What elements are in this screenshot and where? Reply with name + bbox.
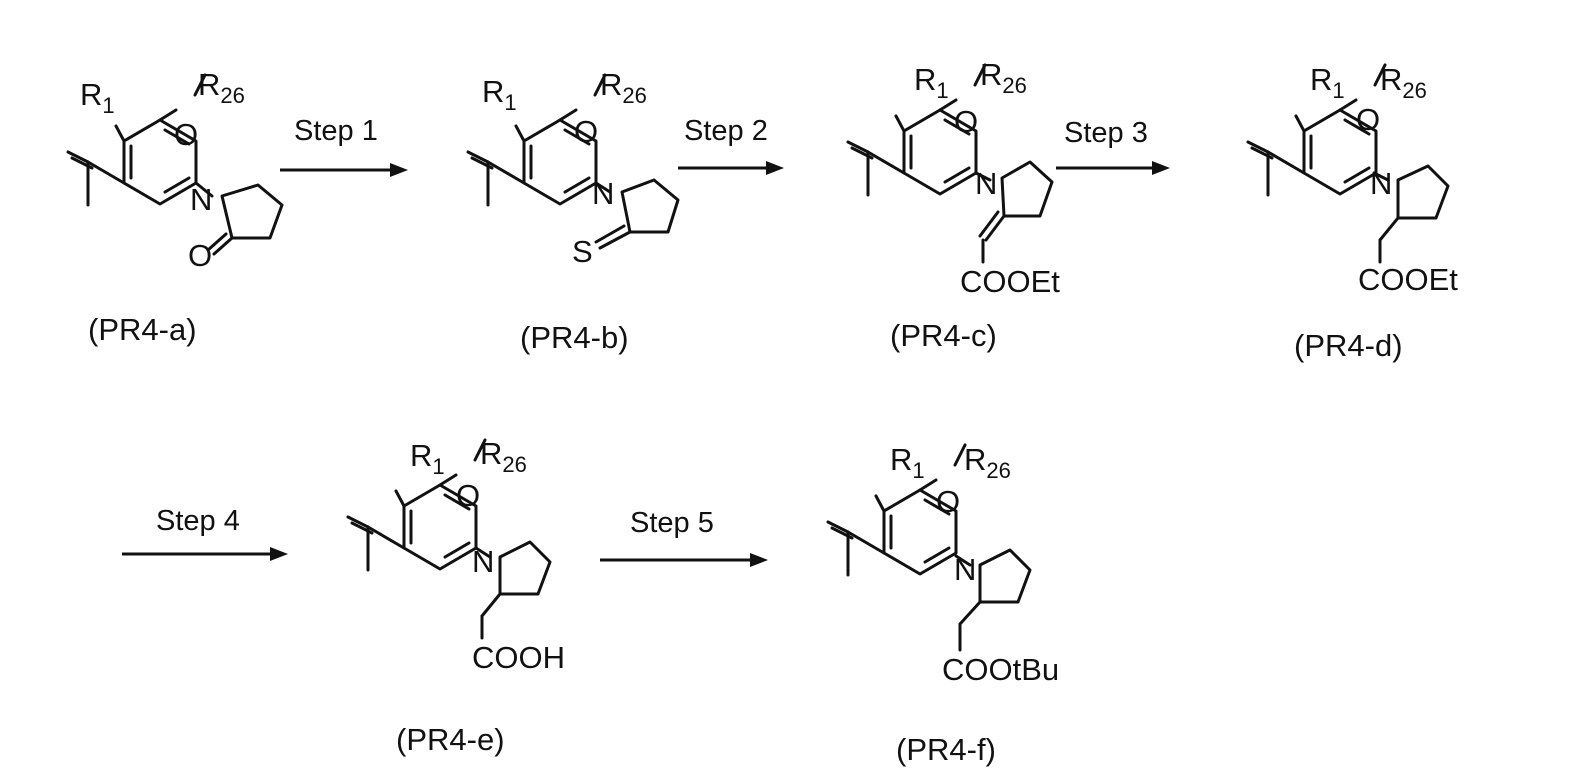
ester-group: COOEt	[1358, 262, 1458, 297]
arrow-step-4: Step 4	[122, 505, 288, 561]
ester-group: COOtBu	[942, 652, 1059, 687]
oxygen-label: O	[174, 117, 198, 152]
nitrogen-label: N	[592, 176, 614, 211]
arrow-step-2: Step 2	[678, 115, 784, 175]
r1-label: R1	[1310, 62, 1345, 103]
compound-label: (PR4-a)	[88, 312, 197, 347]
r26-label: R26	[1380, 62, 1427, 103]
oxygen-label: O	[456, 478, 480, 513]
arrow-step-5: Step 5	[600, 507, 768, 567]
carbonyl-oxygen: O	[188, 238, 212, 273]
r1-label: R1	[80, 77, 115, 118]
compound-label: (PR4-e)	[396, 722, 505, 757]
nitrogen-label: N	[1370, 166, 1392, 201]
compound-pr4-d: R1 R26 O N COOEt (PR4-d)	[1248, 62, 1458, 363]
oxygen-label: O	[574, 114, 598, 149]
r1-label: R1	[410, 438, 445, 479]
compound-label: (PR4-b)	[520, 320, 629, 355]
compound-pr4-a: R1 R26 O N O (PR4-a)	[68, 67, 282, 347]
r1-label: R1	[482, 74, 517, 115]
oxygen-label: O	[1356, 102, 1380, 137]
acid-group: COOH	[472, 640, 565, 675]
r26-label: R26	[198, 67, 245, 108]
compound-label: (PR4-c)	[890, 318, 997, 353]
ester-group: COOEt	[960, 264, 1060, 299]
arrow-step-3: Step 3	[1056, 117, 1170, 175]
compound-pr4-c: R1 R26 O N COOEt (PR4-c)	[848, 57, 1060, 353]
compound-pr4-e: R1 R26 O N COOH (PR4-e)	[348, 436, 565, 757]
compound-pr4-f: R1 R26 O N COOtBu (PR4-f)	[828, 442, 1059, 767]
sulfur-label: S	[572, 234, 593, 269]
compound-label: (PR4-f)	[896, 732, 996, 767]
oxygen-label-r26: R26	[480, 436, 527, 477]
oxygen-label: O	[936, 484, 960, 519]
r26-label: R26	[980, 57, 1027, 98]
step-5-label: Step 5	[630, 507, 714, 539]
nitrogen-label: N	[975, 166, 997, 201]
arrow-step-1: Step 1	[280, 115, 408, 177]
compound-pr4-b: R1 R26 O N S (PR4-b)	[468, 67, 678, 355]
compound-label: (PR4-d)	[1294, 328, 1403, 363]
step-4-label: Step 4	[156, 505, 240, 537]
step-1-label: Step 1	[294, 115, 378, 147]
r1-label: R1	[914, 62, 949, 103]
oxygen-label: O	[954, 104, 978, 139]
r1-label: R1	[890, 442, 925, 483]
step-3-label: Step 3	[1064, 117, 1148, 149]
step-2-label: Step 2	[684, 115, 768, 147]
r26-label: R26	[964, 442, 1011, 483]
r26-label: R26	[600, 67, 647, 108]
